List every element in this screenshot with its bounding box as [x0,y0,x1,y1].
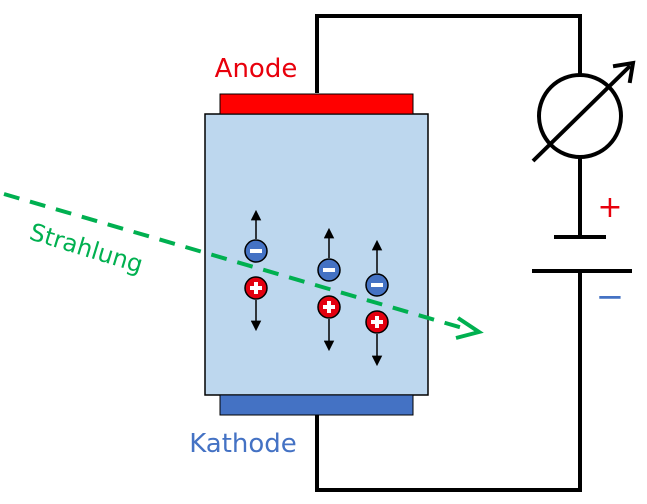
top-wire [315,14,582,93]
anode-electrode [219,93,414,115]
cathode-label: Kathode [189,429,297,459]
radiation-label: Strahlung [26,218,146,279]
anode-label: Anode [215,54,298,84]
circuit-wires [315,14,582,492]
radiation-arrowhead [455,316,484,340]
plus-terminal-label: + [597,190,622,225]
electron-minus-sign [323,268,335,272]
charge-pair [244,209,268,332]
ammeter-needle-arrowhead [612,60,636,84]
detector-body [204,113,429,396]
minus-terminal-label: − [596,277,625,317]
ammeter [531,60,636,163]
hole-plus-sign [371,316,383,328]
electron-minus-sign [250,249,262,253]
electron-minus-sign [371,283,383,287]
cathode-electrode [219,394,414,416]
charge-pair [317,227,341,352]
battery [532,235,632,273]
radiation-path [3,192,484,340]
hole-plus-sign [250,282,262,294]
ammeter-needle [531,64,632,163]
charge-pair [365,239,389,367]
bottom-wire [315,271,582,492]
hole-plus-sign [323,301,335,313]
